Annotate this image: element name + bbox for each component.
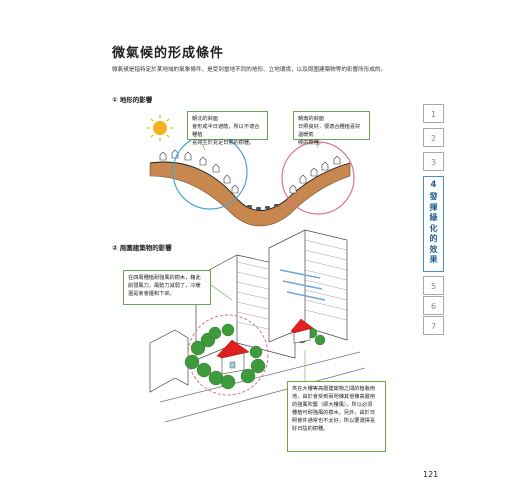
trees [184, 323, 326, 390]
chapter-tab-1[interactable]: 1 [423, 104, 444, 123]
note-line: 日照良好，很適合種植喜好溫暖氣 [298, 124, 361, 138]
house-icon [290, 318, 314, 344]
chapter-tab-4[interactable]: 4 發揮綠化的效果 [423, 176, 444, 272]
chapter-tab-3[interactable]: 3 [423, 152, 444, 171]
wind-zone-circle [187, 314, 269, 396]
note-line: 會形成半日遮蔭，所以不適合種植 [192, 124, 260, 138]
wind-arrows [279, 269, 326, 301]
valley-cars [247, 204, 279, 210]
leader-line [199, 139, 206, 151]
note-line: 種植可耐強風的樹木。另外，由於日 [292, 410, 376, 416]
chapter-tab-number: 4 [430, 180, 437, 190]
chapter-tab-6[interactable]: 6 [423, 296, 444, 315]
note-line: 在四周種植耐強風的樹木，藉此 [128, 275, 201, 281]
note-north-slope: 朝北的斜面 會形成半日遮蔭，所以不適合種植 喜好生於充足日照的樹種。 [187, 111, 268, 146]
note-line: 地，由於會受到兩地棟其他棟高層用 [292, 394, 376, 400]
page-title: 微氣候的形成條件 [112, 46, 225, 61]
intro-text: 微氣候是指特定於某地域的氣象條件，是受到當地不同的地形、立地環境，以及周圍建築物… [112, 67, 387, 73]
house-icon [216, 339, 250, 375]
section-heading-terrain: ① 地形的影響 [112, 96, 153, 104]
chapter-tab-5[interactable]: 5 [423, 276, 444, 295]
sun-icon [147, 115, 173, 141]
leader-line [210, 284, 233, 301]
section-heading-buildings: ② 周圍建築物的影響 [112, 244, 172, 252]
note-line: 喜好生於充足日照的樹種。 [192, 140, 255, 146]
slope-houses [159, 149, 341, 194]
note-line: 朝南的斜面 [298, 116, 324, 122]
note-line: 夾在大樓等高層建築物之間的植栽用 [292, 386, 376, 392]
chapter-tab-7[interactable]: 7 [423, 316, 444, 335]
chapter-tab-title: 發揮綠化的效果 [429, 192, 438, 264]
valley-terrain [149, 161, 351, 227]
note-line: 削弱風力，風勢力減弱了，冷暖 [128, 283, 201, 289]
note-building-wind: 夾在大樓等高層建築物之間的植栽用 地，由於會受到兩地棟其他棟高層用 的強風吹襲（… [287, 381, 386, 452]
note-south-slope: 朝南的斜面 日照良好，很適合種植喜好溫暖氣 候的樹種。 [293, 111, 370, 146]
page-number: 121 [423, 470, 439, 479]
note-line: 還是會會擾和下來。 [128, 291, 175, 297]
chapter-tab-2[interactable]: 2 [423, 128, 444, 147]
note-line: 的強風吹襲（即大樓風），所以必須 [292, 402, 373, 408]
note-line: 照條件通常也不太好，所以要選擇喜 [292, 418, 376, 424]
note-line: 候的樹種。 [298, 140, 324, 146]
note-line: 朝北的斜面 [192, 116, 218, 122]
note-line: 好日陰的樹種。 [292, 426, 329, 432]
note-windbreak: 在四周種植耐強風的樹木，藉此 削弱風力，風勢力減弱了，冷暖 還是會會擾和下來。 [123, 270, 211, 305]
